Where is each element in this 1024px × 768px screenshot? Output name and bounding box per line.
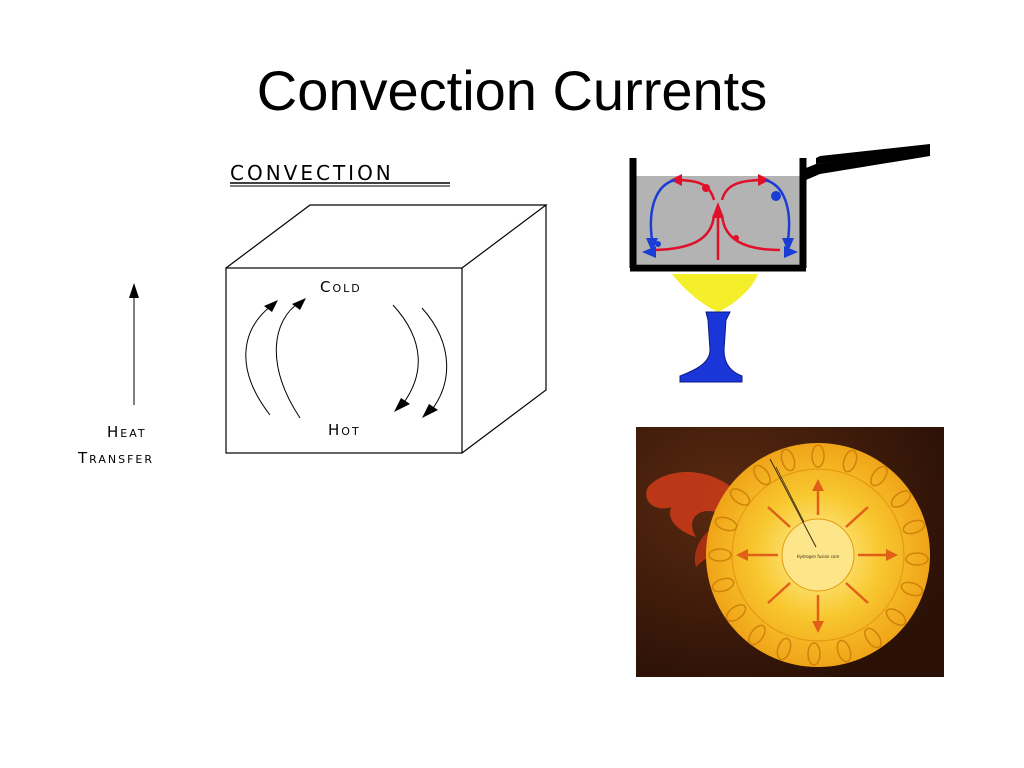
arrowhead-down-1 <box>394 398 410 412</box>
hot-particle-2 <box>733 235 739 241</box>
pot <box>629 158 807 272</box>
energy-arrows <box>744 487 888 625</box>
hot-arrowhead-left <box>670 174 682 186</box>
convection-zone-boundary <box>731 468 905 642</box>
sinking-current-arrows <box>392 304 448 413</box>
label-pointer <box>769 458 817 548</box>
flame <box>672 274 758 312</box>
transfer-label: Transfer <box>77 449 154 467</box>
hot-particle-1 <box>702 184 710 192</box>
cold-particle-1 <box>771 191 781 201</box>
arrowhead-up-1 <box>264 300 278 312</box>
hot-arrowhead-right <box>758 174 770 186</box>
solar-prominence <box>646 472 731 537</box>
convection-cube-diagram: CONVECTION Cold Hot Heat Transfer <box>77 161 548 467</box>
cold-particle-2 <box>655 241 661 247</box>
cold-arrowhead-bottom-left <box>642 246 656 258</box>
cube-heading: CONVECTION <box>230 161 394 185</box>
heat-transfer-arrowhead <box>129 283 139 298</box>
pot-handle-top <box>816 144 930 164</box>
label-pointer-2 <box>775 466 805 523</box>
convection-cells <box>708 444 929 666</box>
cold-arrowhead-right <box>782 238 794 252</box>
core-boundary <box>781 518 855 592</box>
energy-arrowheads <box>736 479 898 633</box>
sun-convection-diagram: Hydrogen fusion core <box>636 427 944 677</box>
rising-current-arrows <box>245 301 301 419</box>
cube <box>225 204 548 454</box>
slide-title: Convection Currents <box>256 59 768 122</box>
core-label: Hydrogen fusion core <box>797 554 840 559</box>
cold-label: Cold <box>320 278 362 296</box>
arrowhead-down-2 <box>422 404 438 418</box>
pot-handle <box>806 146 930 180</box>
heat-label: Heat <box>107 423 147 441</box>
cold-arrowhead-bottom-right <box>784 246 798 258</box>
cold-current-arrows <box>649 178 791 241</box>
hot-arrowhead-up-1 <box>712 202 724 218</box>
burner <box>679 311 743 383</box>
hot-label: Hot <box>328 421 361 439</box>
arrowhead-up-2 <box>292 298 306 310</box>
pot-convection-diagram <box>629 144 930 383</box>
cold-arrowhead-left <box>646 238 658 252</box>
